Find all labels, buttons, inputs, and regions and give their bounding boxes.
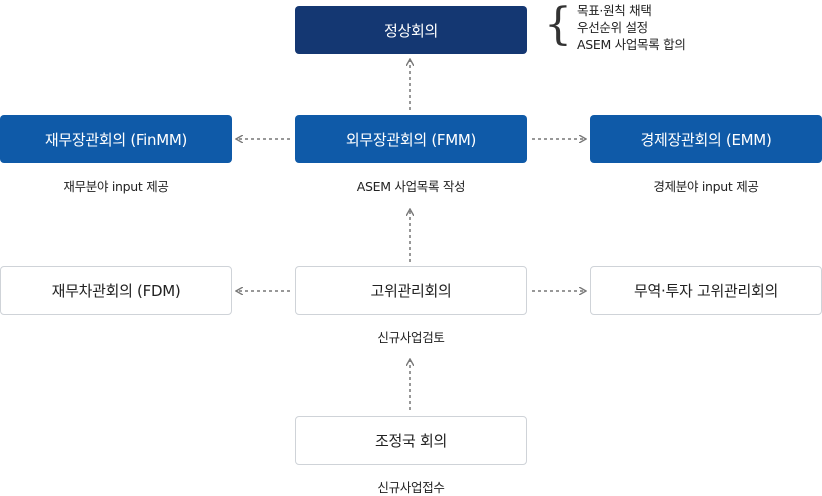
coordinators-label: 조정국 회의	[375, 432, 447, 450]
summit-box: 정상회의	[295, 6, 527, 54]
fmm-box: 외무장관회의 (FMM)	[295, 115, 527, 163]
som-caption: 신규사업검토	[377, 330, 445, 345]
summit-notes: 목표·원칙 채택 우선순위 설정 ASEM 사업목록 합의	[577, 2, 686, 53]
fmm-caption: ASEM 사업목록 작성	[356, 179, 466, 194]
trade-som-box: 무역·투자 고위관리회의	[590, 266, 822, 315]
finmm-label: 재무장관회의 (FinMM)	[44, 130, 188, 149]
emm-box: 경제장관회의 (EMM)	[590, 115, 822, 163]
finmm-box: 재무장관회의 (FinMM)	[0, 115, 232, 163]
note-item: ASEM 사업목록 합의	[577, 37, 686, 52]
coordinators-caption: 신규사업접수	[377, 480, 445, 495]
trade-som-label: 무역·투자 고위관리회의	[634, 282, 778, 300]
summit-label: 정상회의	[383, 21, 438, 40]
note-item: 우선순위 설정	[577, 20, 648, 35]
fmm-label: 외무장관회의 (FMM)	[345, 130, 477, 149]
finmm-caption: 재무분야 input 제공	[63, 179, 169, 194]
note-item: 목표·원칙 채택	[577, 3, 652, 18]
fdm-box: 재무차관회의 (FDM)	[0, 266, 232, 315]
brace-icon: {	[544, 0, 572, 50]
fdm-label: 재무차관회의 (FDM)	[51, 282, 181, 300]
emm-label: 경제장관회의 (EMM)	[640, 130, 772, 149]
coordinators-box: 조정국 회의	[295, 416, 527, 465]
som-label: 고위관리회의	[370, 282, 452, 300]
emm-caption: 경제분야 input 제공	[653, 179, 759, 194]
som-box: 고위관리회의	[295, 266, 527, 315]
